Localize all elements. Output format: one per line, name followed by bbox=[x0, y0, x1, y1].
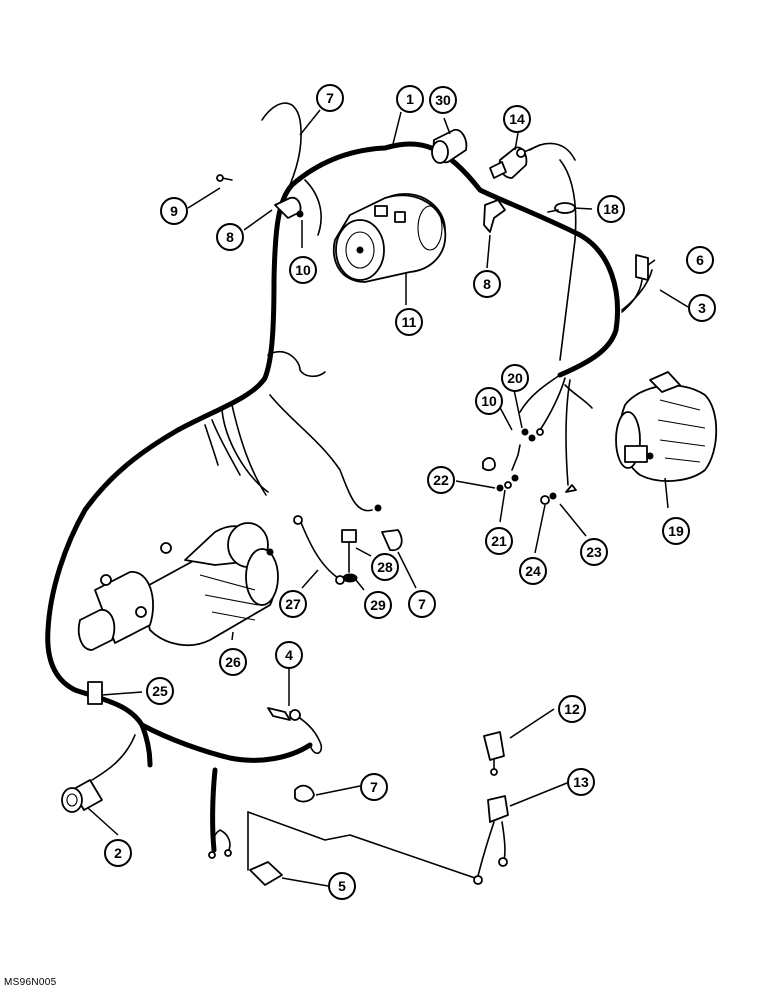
callout-label: 18 bbox=[603, 201, 619, 217]
callout-label: 23 bbox=[586, 544, 602, 560]
callout-label: 26 bbox=[225, 654, 241, 670]
callout-8-right: 8 bbox=[473, 270, 501, 298]
callout-label: 9 bbox=[170, 203, 178, 219]
callout-2: 2 bbox=[104, 839, 132, 867]
lead-27 bbox=[293, 515, 345, 585]
callout-7-lower: 7 bbox=[360, 773, 388, 801]
callout-label: 10 bbox=[481, 393, 497, 409]
callout-label: 19 bbox=[668, 523, 684, 539]
clip-25 bbox=[87, 681, 103, 705]
relay-5 bbox=[247, 811, 476, 886]
fuse-holder-13 bbox=[473, 795, 509, 885]
callout-21: 21 bbox=[485, 527, 513, 555]
callout-25: 25 bbox=[146, 677, 174, 705]
callout-29: 29 bbox=[364, 591, 392, 619]
callout-10-upper: 10 bbox=[289, 256, 317, 284]
callout-30: 30 bbox=[429, 86, 457, 114]
callout-label: 4 bbox=[285, 647, 293, 663]
callout-14: 14 bbox=[503, 105, 531, 133]
callout-label: 10 bbox=[295, 262, 311, 278]
callout-10-lower: 10 bbox=[475, 387, 503, 415]
callout-label: 25 bbox=[152, 683, 168, 699]
callout-9: 9 bbox=[160, 197, 188, 225]
callout-1: 1 bbox=[396, 85, 424, 113]
callout-23: 23 bbox=[580, 538, 608, 566]
callout-28: 28 bbox=[371, 553, 399, 581]
callout-24: 24 bbox=[519, 557, 547, 585]
callout-label: 14 bbox=[509, 111, 525, 127]
callout-label: 30 bbox=[435, 92, 451, 108]
callout-3: 3 bbox=[688, 294, 716, 322]
bolt-28 bbox=[341, 529, 358, 583]
alternator bbox=[615, 371, 718, 482]
ring-terminal-7 bbox=[374, 504, 403, 552]
callout-5: 5 bbox=[328, 872, 356, 900]
terminal-hardware bbox=[482, 428, 577, 505]
callout-label: 12 bbox=[564, 701, 580, 717]
callout-label: 8 bbox=[483, 276, 491, 292]
callout-7-upper: 7 bbox=[316, 84, 344, 112]
figure-code: MS96N005 bbox=[4, 977, 57, 988]
ring-terminal-18 bbox=[547, 202, 576, 214]
callout-19: 19 bbox=[662, 517, 690, 545]
callout-label: 28 bbox=[377, 559, 393, 575]
callout-12: 12 bbox=[558, 695, 586, 723]
connector-2 bbox=[61, 779, 103, 813]
pressure-switch bbox=[489, 144, 541, 179]
lower-terminals bbox=[208, 829, 232, 859]
clip-7-lower bbox=[294, 784, 315, 803]
callout-label: 3 bbox=[698, 300, 706, 316]
callout-label: 20 bbox=[507, 370, 523, 386]
callout-label: 6 bbox=[696, 252, 704, 268]
callout-label: 7 bbox=[370, 779, 378, 795]
callout-label: 24 bbox=[525, 563, 541, 579]
callout-20: 20 bbox=[501, 364, 529, 392]
callout-label: 7 bbox=[326, 90, 334, 106]
callout-8-left: 8 bbox=[216, 223, 244, 251]
harness-leads bbox=[204, 102, 653, 755]
sensor-4 bbox=[267, 707, 301, 721]
callout-label: 21 bbox=[491, 533, 507, 549]
clamp-upper-left bbox=[274, 196, 304, 219]
callout-label: 2 bbox=[114, 845, 122, 861]
starter-motor bbox=[77, 522, 279, 651]
callout-11: 11 bbox=[395, 308, 423, 336]
leader-lines bbox=[87, 109, 689, 887]
screw-9 bbox=[216, 174, 233, 182]
callout-13: 13 bbox=[567, 768, 595, 796]
callout-22: 22 bbox=[427, 466, 455, 494]
callout-label: 27 bbox=[285, 596, 301, 612]
callout-label: 7 bbox=[418, 596, 426, 612]
callout-label: 5 bbox=[338, 878, 346, 894]
harness-branch-to-connector bbox=[91, 734, 136, 781]
connector-6 bbox=[621, 254, 649, 313]
harness-branch-lower bbox=[139, 722, 313, 763]
callout-6: 6 bbox=[686, 246, 714, 274]
callout-7-middle: 7 bbox=[408, 590, 436, 618]
callout-4: 4 bbox=[275, 641, 303, 669]
callout-26: 26 bbox=[219, 648, 247, 676]
clamp-upper-right bbox=[483, 199, 506, 233]
callout-label: 8 bbox=[226, 229, 234, 245]
callout-label: 1 bbox=[406, 91, 414, 107]
callout-label: 22 bbox=[433, 472, 449, 488]
callout-label: 13 bbox=[573, 774, 589, 790]
callout-27: 27 bbox=[279, 590, 307, 618]
callout-label: 11 bbox=[402, 314, 417, 330]
pressure-switch-cap bbox=[431, 128, 468, 164]
ac-compressor bbox=[332, 193, 447, 283]
callout-label: 29 bbox=[370, 597, 386, 613]
callout-18: 18 bbox=[597, 195, 625, 223]
fuse-holder-12 bbox=[483, 731, 505, 776]
